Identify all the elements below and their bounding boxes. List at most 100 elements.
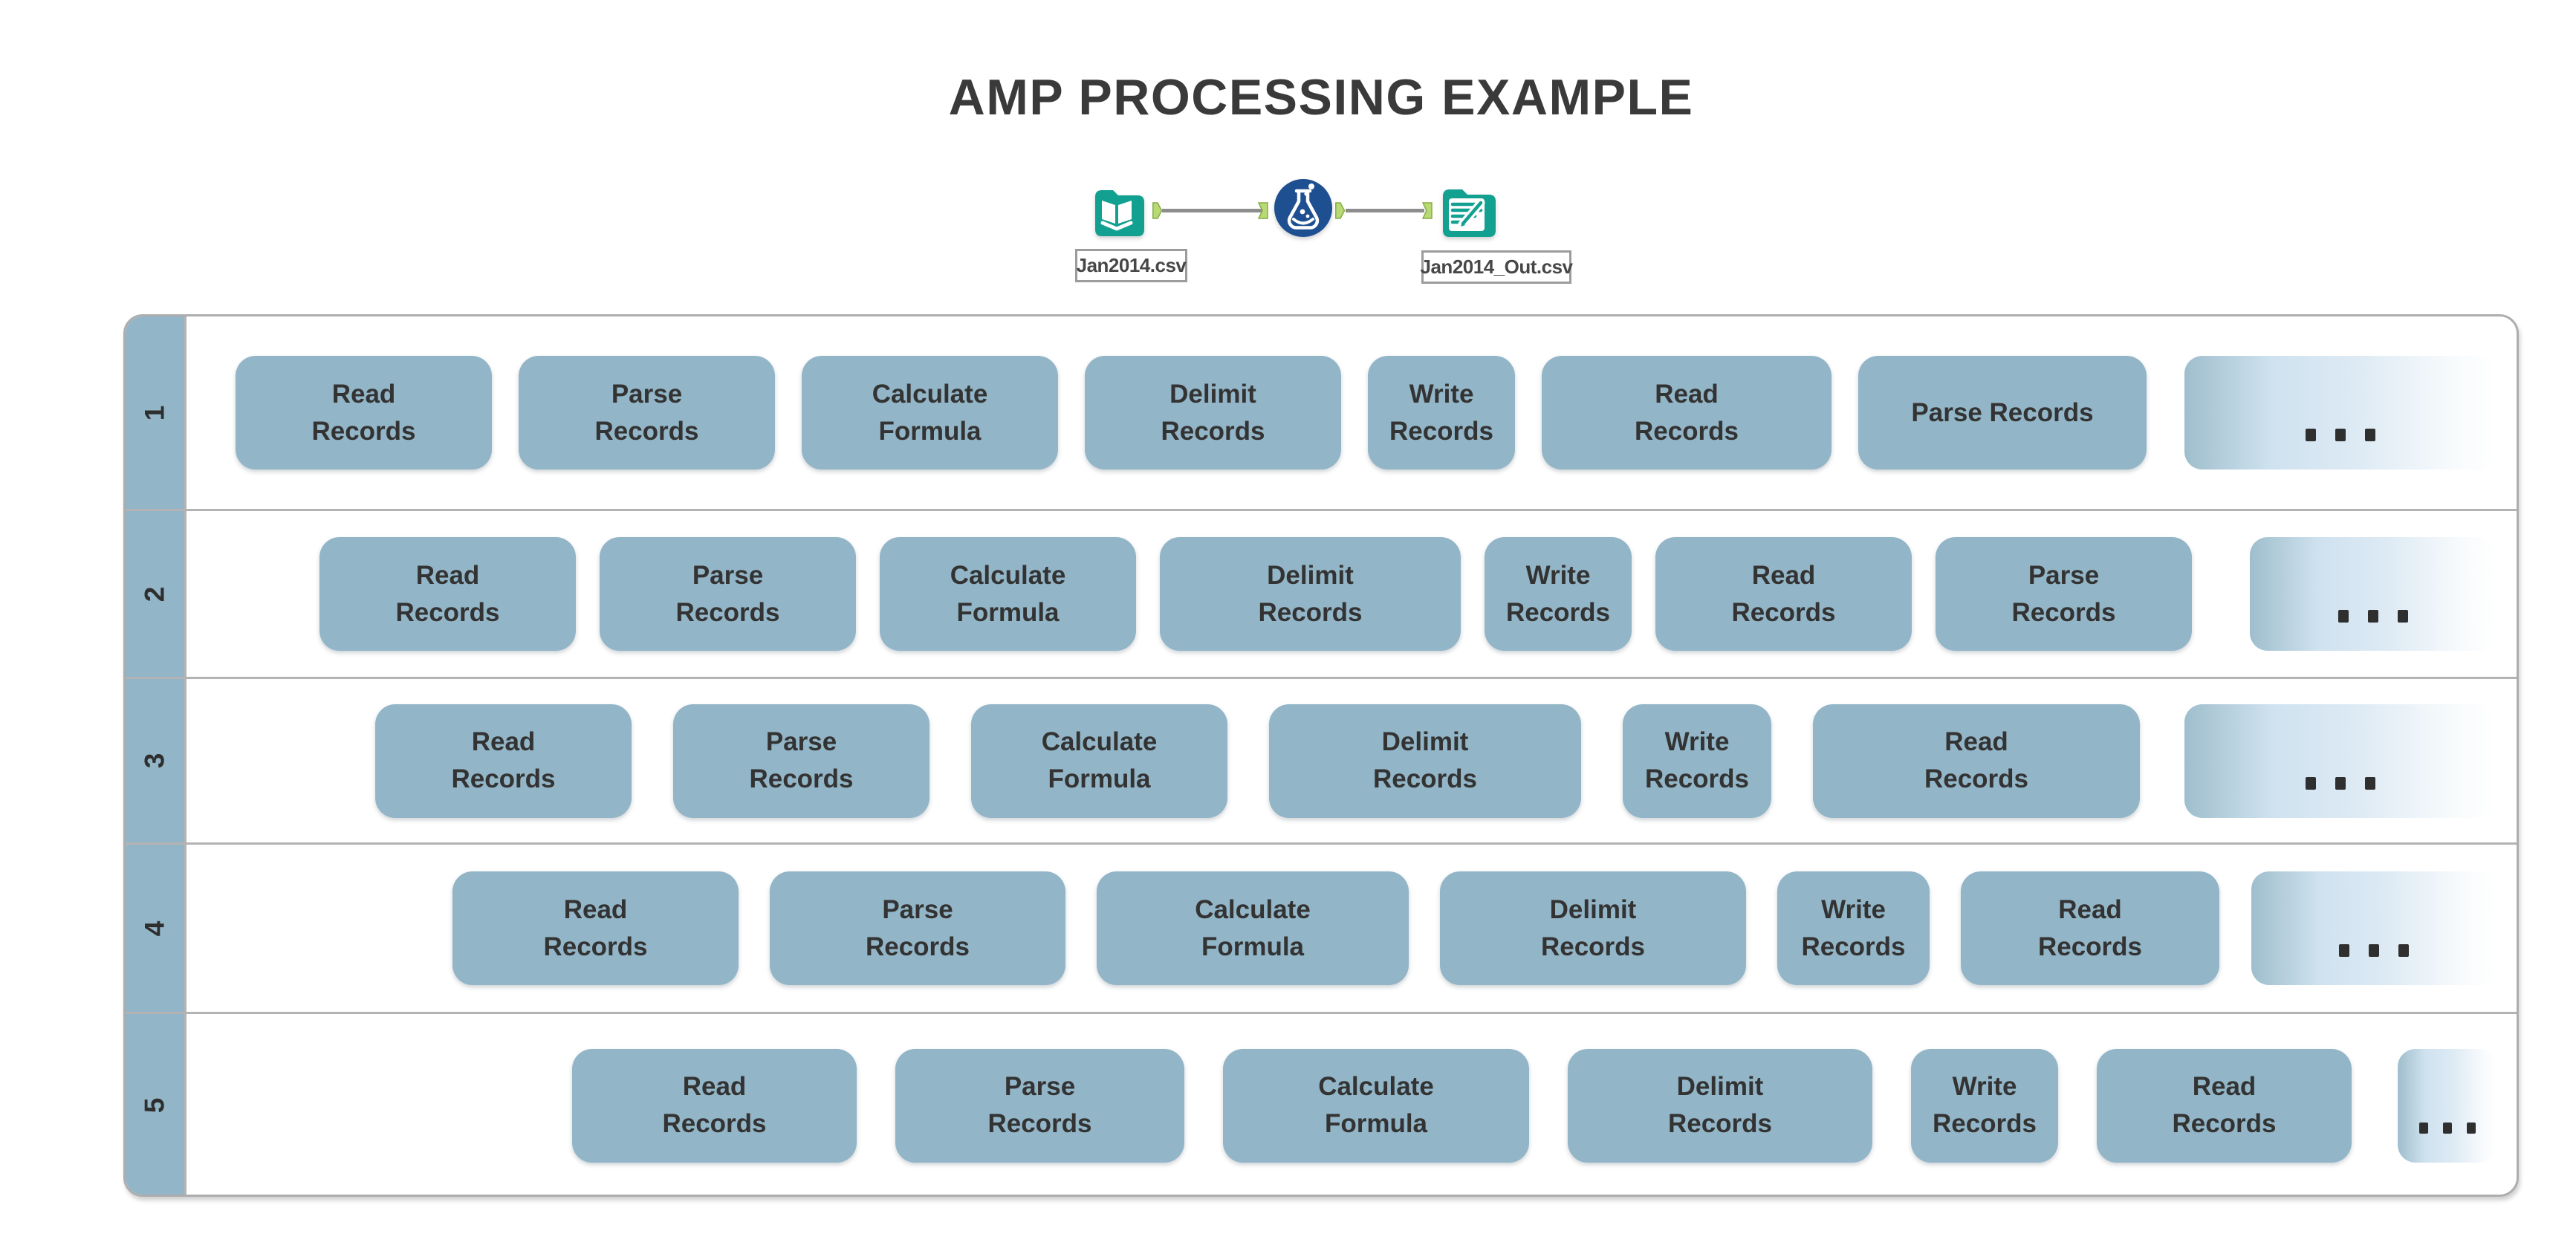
lane-number: 1: [139, 405, 170, 420]
ellipsis-box: [2398, 1048, 2496, 1163]
lane-number: 4: [139, 920, 170, 936]
step-label: Read Records: [395, 560, 500, 627]
lane-number-cell: 2: [126, 511, 186, 677]
step-parse-records: Parse Records: [770, 871, 1065, 985]
step-label: Read Records: [2037, 894, 2143, 961]
step-label: Delimit Records: [1372, 727, 1478, 793]
step-label: Read Records: [543, 894, 648, 961]
step-label: Parse Records: [865, 894, 970, 961]
lane-number: 5: [139, 1097, 170, 1114]
step-label: Read Records: [2172, 1072, 2277, 1138]
ellipsis-dot: [2368, 610, 2378, 623]
lane-number: 3: [139, 753, 170, 769]
lane-number-cell: 1: [126, 316, 186, 509]
step-read-records: Read Records: [236, 356, 492, 470]
step-label: Parse Records: [987, 1072, 1092, 1138]
step-label: Delimit Records: [1667, 1072, 1773, 1138]
step-write-records: Write Records: [1623, 704, 1771, 818]
connector-line: [1162, 209, 1266, 212]
step-label: Calculate Formula: [950, 560, 1066, 627]
step-parse-records: Parse Records: [895, 1048, 1184, 1163]
step-write-records: Write Records: [1911, 1048, 2058, 1163]
step-delimit-records: Delimit Records: [1269, 704, 1581, 818]
step-label: Parse Records: [1911, 397, 2094, 427]
swimlane-3: 3 Read Records Parse Records Calculate Form…: [126, 679, 2517, 845]
ellipsis-dot: [2369, 944, 2379, 957]
step-label: Read Records: [451, 727, 556, 793]
step-read-records: Read Records: [2097, 1048, 2352, 1163]
ellipsis-box: [2184, 704, 2496, 818]
ellipsis-dot: [2306, 776, 2316, 790]
step-calculate-formula: Calculate Formula: [1223, 1048, 1529, 1163]
formula-tool-icon: [1274, 179, 1332, 237]
input-anchor-icon: [1258, 202, 1268, 219]
step-write-records: Write Records: [1368, 356, 1515, 470]
step-calculate-formula: Calculate Formula: [971, 704, 1227, 818]
input-file-label: Jan2014.csv: [1075, 249, 1187, 282]
lane-content: Read Records Parse Records Calculate Formu…: [186, 845, 2517, 1012]
step-label: Calculate Formula: [1318, 1072, 1434, 1138]
swimlane-4: 4 Read Records Parse Records Calculate Form…: [126, 845, 2517, 1014]
ellipsis-box: [2184, 356, 2496, 470]
ellipsis-dot: [2306, 429, 2316, 441]
ellipsis-dot: [2338, 610, 2349, 623]
output-anchor-icon: [1335, 202, 1345, 219]
step-label: Parse Records: [594, 379, 699, 446]
ellipsis-dot: [2418, 1122, 2428, 1134]
step-label: Write Records: [1932, 1072, 2037, 1138]
step-read-records: Read Records: [452, 871, 739, 985]
workflow-diagram: Jan2014.csv Jan2014_Out.csv: [1075, 175, 1580, 287]
step-parse-records: Parse Records: [1858, 356, 2147, 470]
step-label: Parse Records: [749, 727, 854, 793]
step-label: Parse Records: [2011, 560, 2116, 627]
lane-content: Read Records Parse Records Calculate Formu…: [186, 1014, 2517, 1195]
step-delimit-records: Delimit Records: [1440, 871, 1746, 985]
step-label: Read Records: [1924, 727, 2029, 793]
ellipsis-box: [2251, 871, 2496, 985]
step-label: Read Records: [662, 1072, 767, 1138]
step-label: Write Records: [1644, 727, 1750, 793]
ellipsis-dot: [2335, 429, 2346, 441]
ellipsis-dot: [2442, 1122, 2452, 1134]
output-data-icon: [1443, 189, 1496, 237]
input-anchor-icon: [1422, 202, 1433, 219]
swimlane-2: 2 Read Records Parse Records Calculate Form…: [126, 511, 2517, 679]
step-label: Calculate Formula: [1041, 727, 1158, 793]
step-label: Calculate Formula: [1195, 894, 1311, 961]
output-file-label: Jan2014_Out.csv: [1421, 250, 1573, 284]
input-data-icon: [1095, 190, 1144, 236]
ellipsis-dot: [2339, 944, 2349, 957]
lane-content: Read Records Parse Records Calculate Formu…: [186, 511, 2517, 677]
ellipsis-dot: [2466, 1122, 2476, 1134]
step-label: Write Records: [1505, 560, 1611, 627]
step-label: Read Records: [311, 379, 416, 446]
lane-content: Read Records Parse Records Calculate Formu…: [186, 316, 2517, 509]
step-label: Calculate Formula: [872, 379, 988, 446]
step-delimit-records: Delimit Records: [1160, 537, 1461, 651]
step-parse-records: Parse Records: [600, 537, 856, 651]
connector-line: [1346, 209, 1424, 212]
swimlane-5: 5 Read Records Parse Records Calculate Form…: [126, 1014, 2517, 1195]
page-title: AMP PROCESSING EXAMPLE: [948, 69, 1694, 126]
step-delimit-records: Delimit Records: [1568, 1048, 1872, 1163]
step-calculate-formula: Calculate Formula: [880, 537, 1136, 651]
step-label: Write Records: [1801, 894, 1906, 961]
step-write-records: Write Records: [1485, 537, 1632, 651]
step-label: Delimit Records: [1258, 560, 1363, 627]
lane-content: Read Records Parse Records Calculate Formu…: [186, 679, 2517, 842]
step-delimit-records: Delimit Records: [1085, 356, 1341, 470]
step-read-records: Read Records: [1542, 356, 1832, 470]
step-read-records: Read Records: [1655, 537, 1912, 651]
step-read-records: Read Records: [1961, 871, 2219, 985]
step-label: Delimit Records: [1161, 379, 1265, 446]
lane-number-cell: 5: [126, 1014, 186, 1195]
step-label: Write Records: [1389, 379, 1494, 446]
step-read-records: Read Records: [572, 1048, 857, 1163]
step-label: Delimit Records: [1540, 894, 1646, 961]
step-label: Read Records: [1634, 379, 1739, 446]
step-read-records: Read Records: [319, 537, 576, 651]
step-parse-records: Parse Records: [1936, 537, 2192, 651]
step-calculate-formula: Calculate Formula: [802, 356, 1058, 470]
